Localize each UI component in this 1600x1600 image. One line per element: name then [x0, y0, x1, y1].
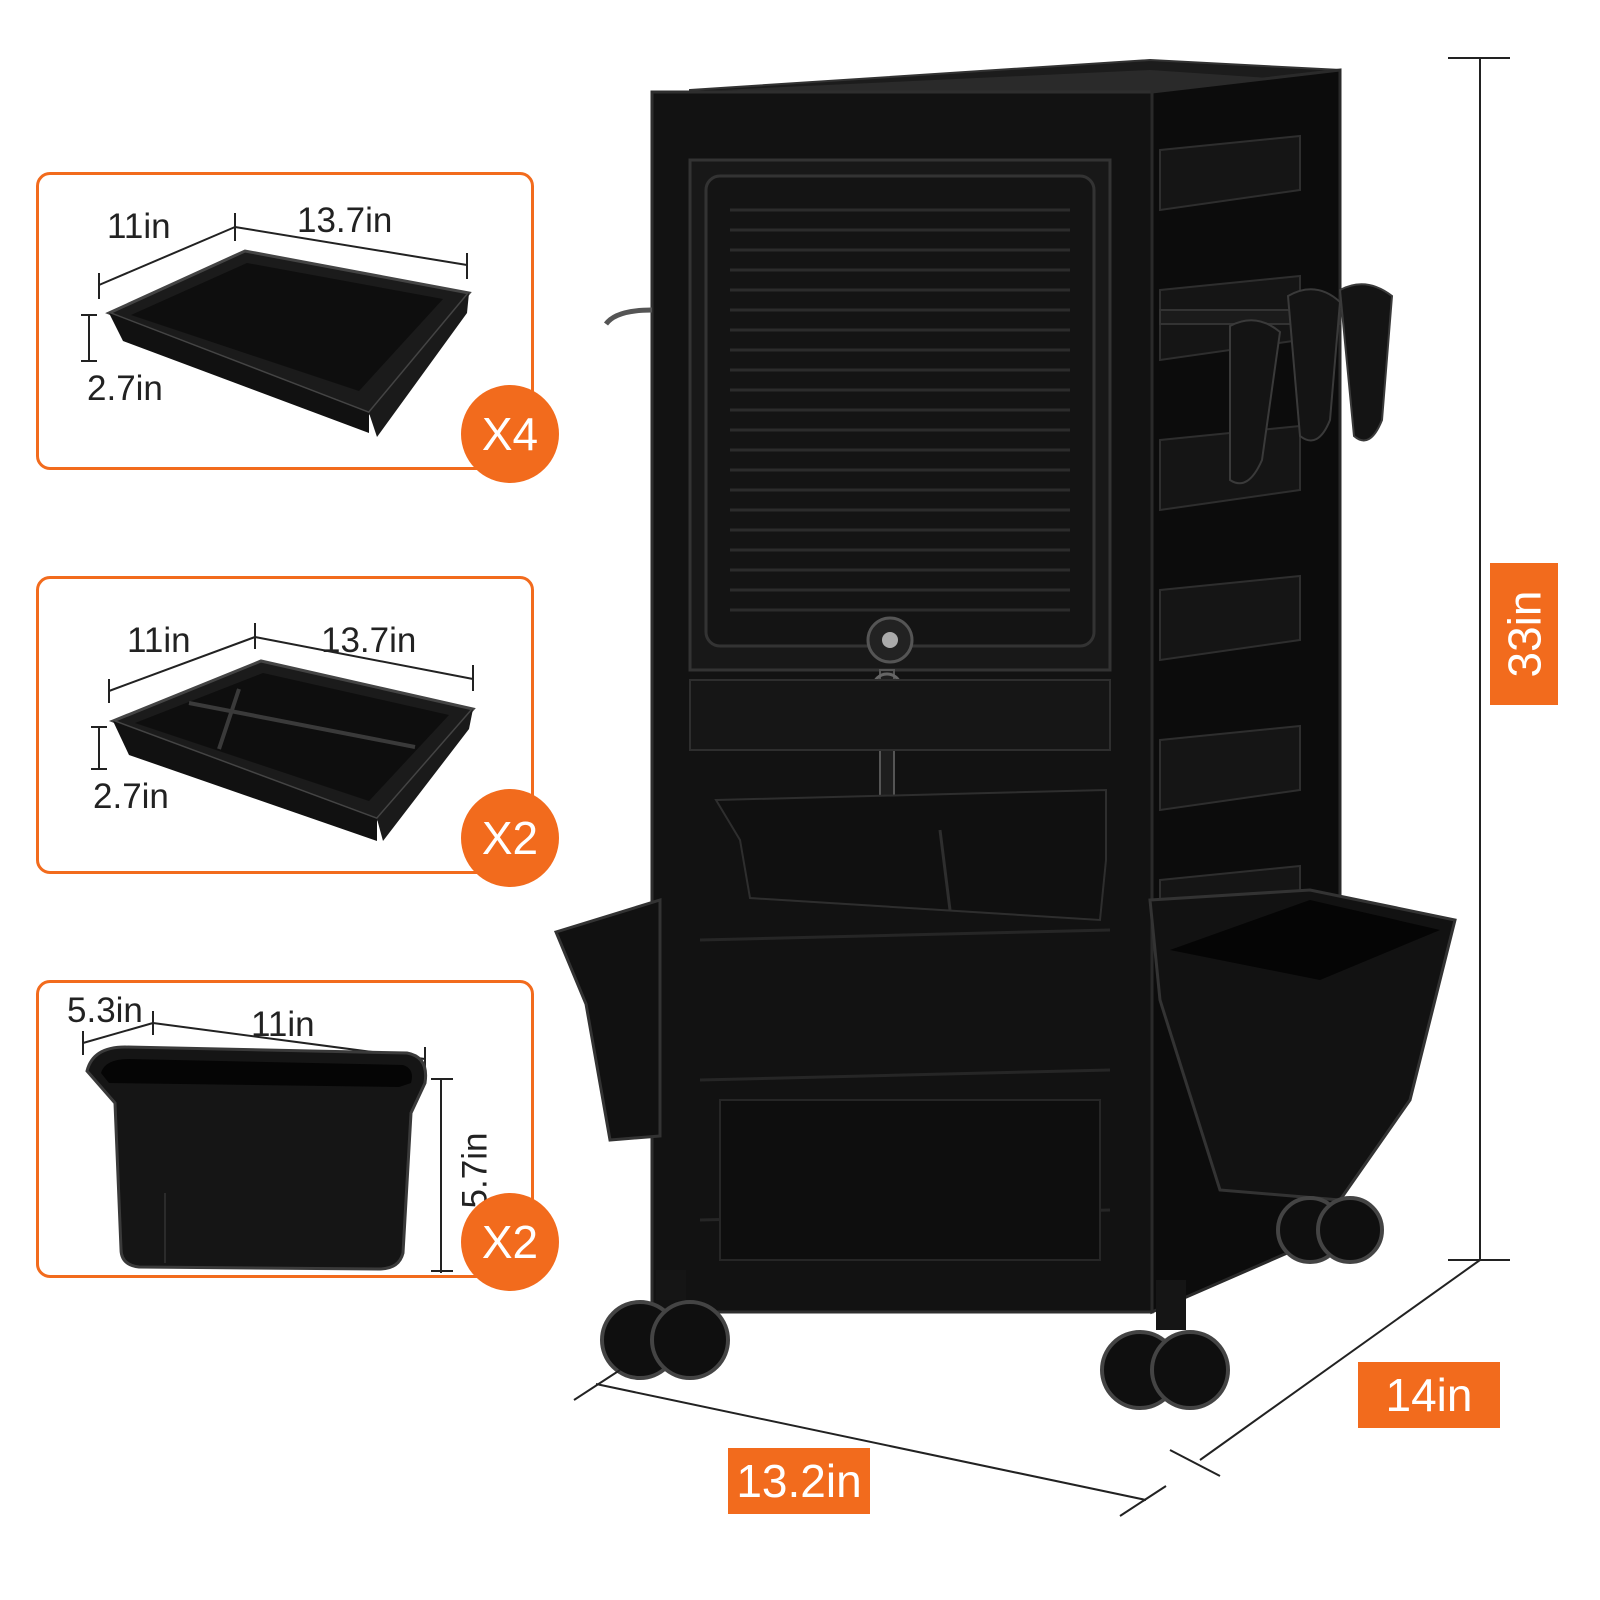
tray-3-width-label: 5.3in [67, 991, 143, 1030]
divided-tray-image [91, 623, 476, 841]
tray-2-height-label: 2.7in [93, 777, 169, 816]
cart-height-label: 33in [1498, 590, 1550, 678]
tray-1-quantity-badge: X4 [461, 385, 559, 483]
tray-3-height-label: 5.7in [455, 1132, 495, 1209]
tray-2-width-label: 11in [127, 621, 191, 660]
tray-1-length-label: 13.7in [297, 201, 393, 240]
tray-panel-2: 11in 13.7in 2.7in X2 [36, 576, 559, 887]
tray-panel-3: 5.3in 11in 5.7in X2 [36, 980, 559, 1291]
tray-panel-1: 11in 13.7in 2.7in X4 [36, 172, 559, 483]
tray-3-quantity-badge: X2 [461, 1193, 559, 1291]
tray-2-quantity-badge: X2 [461, 789, 559, 887]
tray-1-width-label: 11in [107, 207, 171, 246]
cart-width-tag: 13.2in [728, 1448, 870, 1514]
cart-depth-tag: 14in [1358, 1362, 1500, 1428]
shallow-tray-image [81, 213, 472, 437]
tray-1-height-label: 2.7in [87, 369, 163, 408]
salon-cart-image [553, 58, 1457, 1410]
deep-bin-image [82, 1011, 453, 1273]
cart-height-tag: 33in [1490, 563, 1558, 705]
tray-2-length-label: 13.7in [321, 621, 417, 660]
tray-3-length-label: 11in [251, 1005, 315, 1044]
